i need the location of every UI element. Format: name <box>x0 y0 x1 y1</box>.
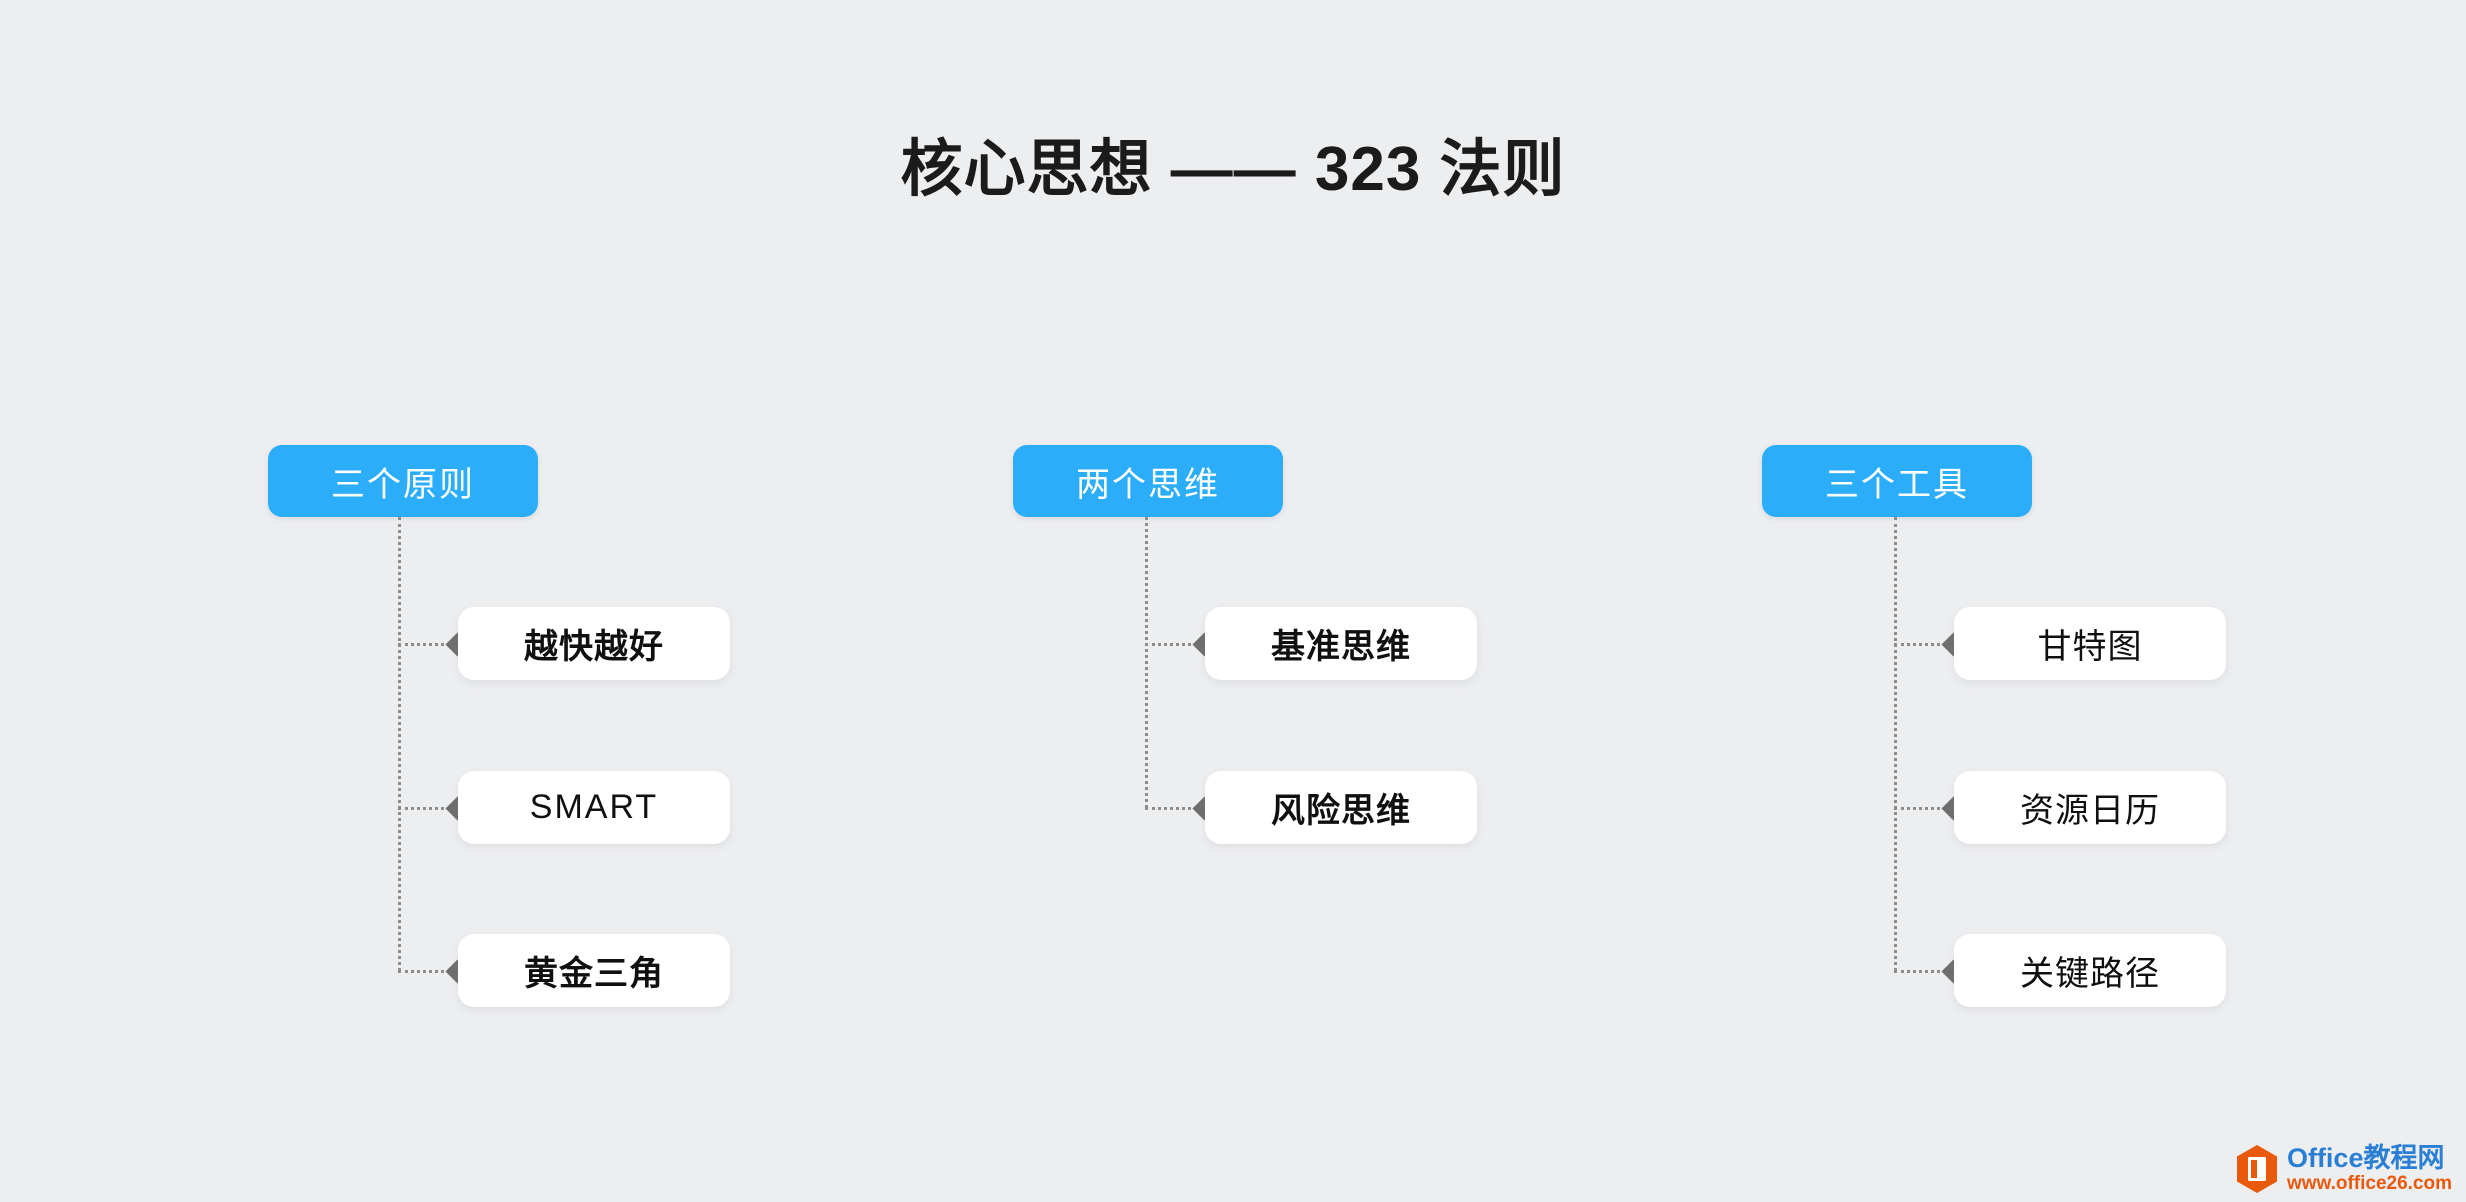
branch-trunk-2 <box>1145 517 1148 808</box>
branch-trunk-3 <box>1894 517 1897 971</box>
page-title: 核心思想 —— 323 法则 <box>900 135 1566 204</box>
watermark-text: Office教程网 www.office26.com <box>2286 1143 2452 1194</box>
branch-node-1-3[interactable]: 黄金三角 <box>458 934 730 1007</box>
branch-node-3-2[interactable]: 资源日历 <box>1954 771 2226 844</box>
watermark-site-url: www.office26.com <box>2286 1173 2452 1194</box>
branch-node-2-2[interactable]: 风险思维 <box>1205 771 1477 844</box>
branch-twig-1-1 <box>398 643 456 646</box>
branch-header-3[interactable]: 三个工具 <box>1762 445 2032 517</box>
branch-header-2[interactable]: 两个思维 <box>1013 445 1283 517</box>
branch-node-3-1[interactable]: 甘特图 <box>1954 607 2226 680</box>
branch-node-1-2[interactable]: SMART <box>458 771 730 844</box>
branch-column-1: 三个原则 越快越好 SMART 黄金三角 <box>0 0 900 1202</box>
branch-twig-3-2 <box>1894 807 1952 810</box>
branch-twig-3-1 <box>1894 643 1952 646</box>
watermark: Office教程网 www.office26.com <box>2235 1144 2452 1194</box>
office-hex-icon <box>2235 1144 2279 1194</box>
branch-node-3-3[interactable]: 关键路径 <box>1954 934 2226 1007</box>
branch-node-1-1[interactable]: 越快越好 <box>458 607 730 680</box>
branch-twig-2-2 <box>1145 807 1203 810</box>
branch-twig-1-2 <box>398 807 456 810</box>
watermark-site-name: Office教程网 <box>2286 1143 2445 1173</box>
branch-header-1[interactable]: 三个原则 <box>268 445 538 517</box>
branch-node-2-1[interactable]: 基准思维 <box>1205 607 1477 680</box>
branch-twig-3-3 <box>1894 970 1952 973</box>
branch-twig-1-3 <box>398 970 456 973</box>
branch-twig-2-1 <box>1145 643 1203 646</box>
branch-column-3: 三个工具 甘特图 资源日历 关键路径 <box>0 0 2226 1202</box>
branch-column-2: 两个思维 基准思维 风险思维 <box>0 0 1477 1202</box>
branch-trunk-1 <box>398 517 401 971</box>
